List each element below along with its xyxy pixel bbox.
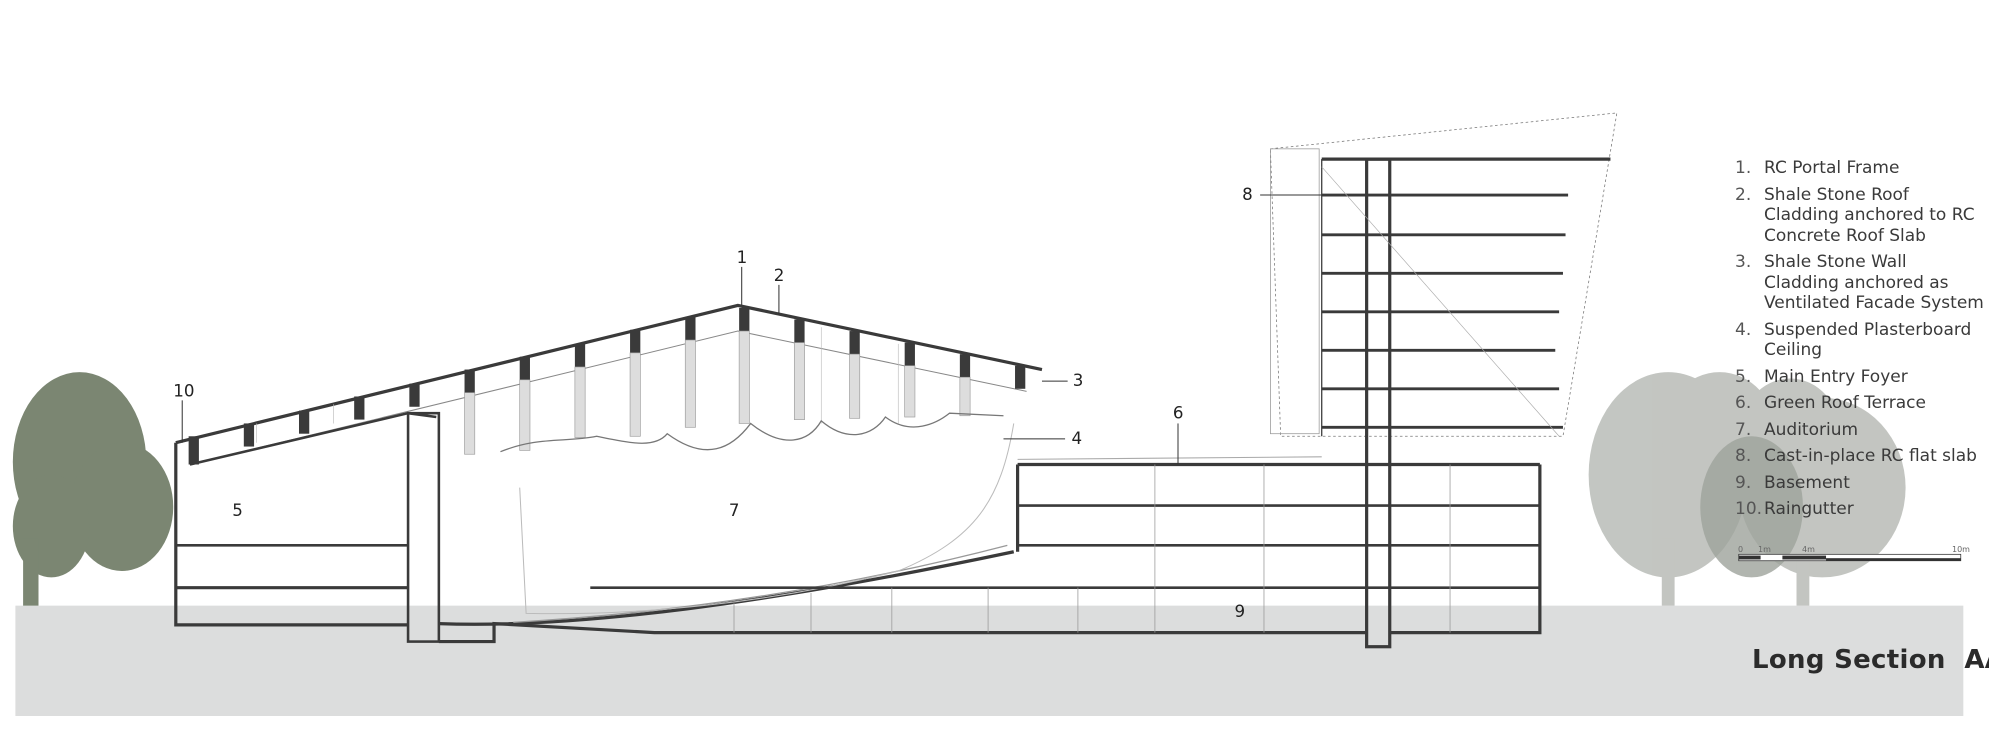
legend-label: Cast-in-place RC flat slab — [1764, 446, 1977, 466]
legend-num: 3. — [1735, 252, 1752, 272]
legend: 1. RC Portal Frame 2. Shale Stone Roof Cla… — [1735, 158, 1985, 526]
legend-num: 1. — [1735, 158, 1752, 178]
legend-item: 9. Basement — [1735, 473, 1985, 494]
tower-core — [1365, 157, 1392, 649]
callout-2: 2 — [774, 266, 785, 285]
scale-label-1m: 1m — [1758, 545, 1771, 554]
ground — [15, 605, 1964, 717]
legend-item: 5. Main Entry Foyer — [1735, 367, 1985, 388]
legend-item: 10.Raingutter — [1735, 499, 1985, 520]
callout-6: 6 — [1173, 403, 1184, 422]
scale-label-10m: 10m — [1952, 545, 1970, 554]
legend-label: Suspended Plasterboard Ceiling — [1764, 319, 1972, 361]
legend-item: 2. Shale Stone Roof Cladding anchored to … — [1735, 185, 1985, 247]
callout-4: 4 — [1071, 429, 1082, 448]
tree-right-mid — [1700, 436, 1803, 578]
legend-item: 7. Auditorium — [1735, 420, 1985, 441]
legend-label: Green Roof Terrace — [1764, 393, 1926, 413]
legend-num: 9. — [1735, 472, 1752, 493]
legend-label: Main Entry Foyer — [1764, 366, 1908, 387]
legend-label: Shale Stone Roof Cladding anchored to RC… — [1764, 184, 1975, 246]
legend-num: 7. — [1735, 419, 1752, 440]
legend-item: 3. Shale Stone Wall Cladding anchored as … — [1735, 252, 1985, 314]
callout-8: 8 — [1242, 185, 1253, 204]
legend-item: 1. RC Portal Frame — [1735, 158, 1985, 179]
legend-num: 8. — [1735, 446, 1752, 466]
callout-1: 1 — [737, 248, 748, 267]
legend-num: 10. — [1735, 499, 1763, 519]
scale-label-0: 0 — [1738, 545, 1744, 554]
legend-label: Raingutter — [1764, 499, 1854, 519]
legend-item: 6. Green Roof Terrace — [1735, 393, 1985, 414]
tree-left — [12, 372, 174, 606]
legend-label: Shale Stone Wall Cladding anchored as Ve… — [1764, 252, 1984, 313]
scale-bar — [1738, 553, 1962, 562]
callout-3: 3 — [1073, 371, 1084, 390]
callout-5: 5 — [232, 501, 243, 520]
scale-label-4m: 4m — [1802, 545, 1815, 554]
callout-7: 7 — [729, 501, 740, 520]
drawing-title: Long Section AA — [1752, 645, 1989, 675]
ceiling — [500, 412, 1004, 453]
legend-label: Auditorium — [1764, 419, 1859, 440]
tower-envelope — [1269, 112, 1618, 437]
callout-10: 10 — [173, 381, 194, 400]
legend-num: 5. — [1735, 366, 1752, 387]
legend-num: 6. — [1735, 393, 1752, 413]
callout-9: 9 — [1234, 602, 1245, 621]
legend-item: 8. Cast-in-place RC flat slab — [1735, 446, 1985, 467]
legend-num: 4. — [1735, 319, 1752, 340]
legend-item: 4. Suspended Plasterboard Ceiling — [1735, 320, 1985, 361]
legend-label: RC Portal Frame — [1764, 158, 1900, 178]
legend-num: 2. — [1735, 184, 1752, 205]
building-section — [174, 112, 1618, 649]
legend-label: Basement — [1764, 472, 1850, 493]
